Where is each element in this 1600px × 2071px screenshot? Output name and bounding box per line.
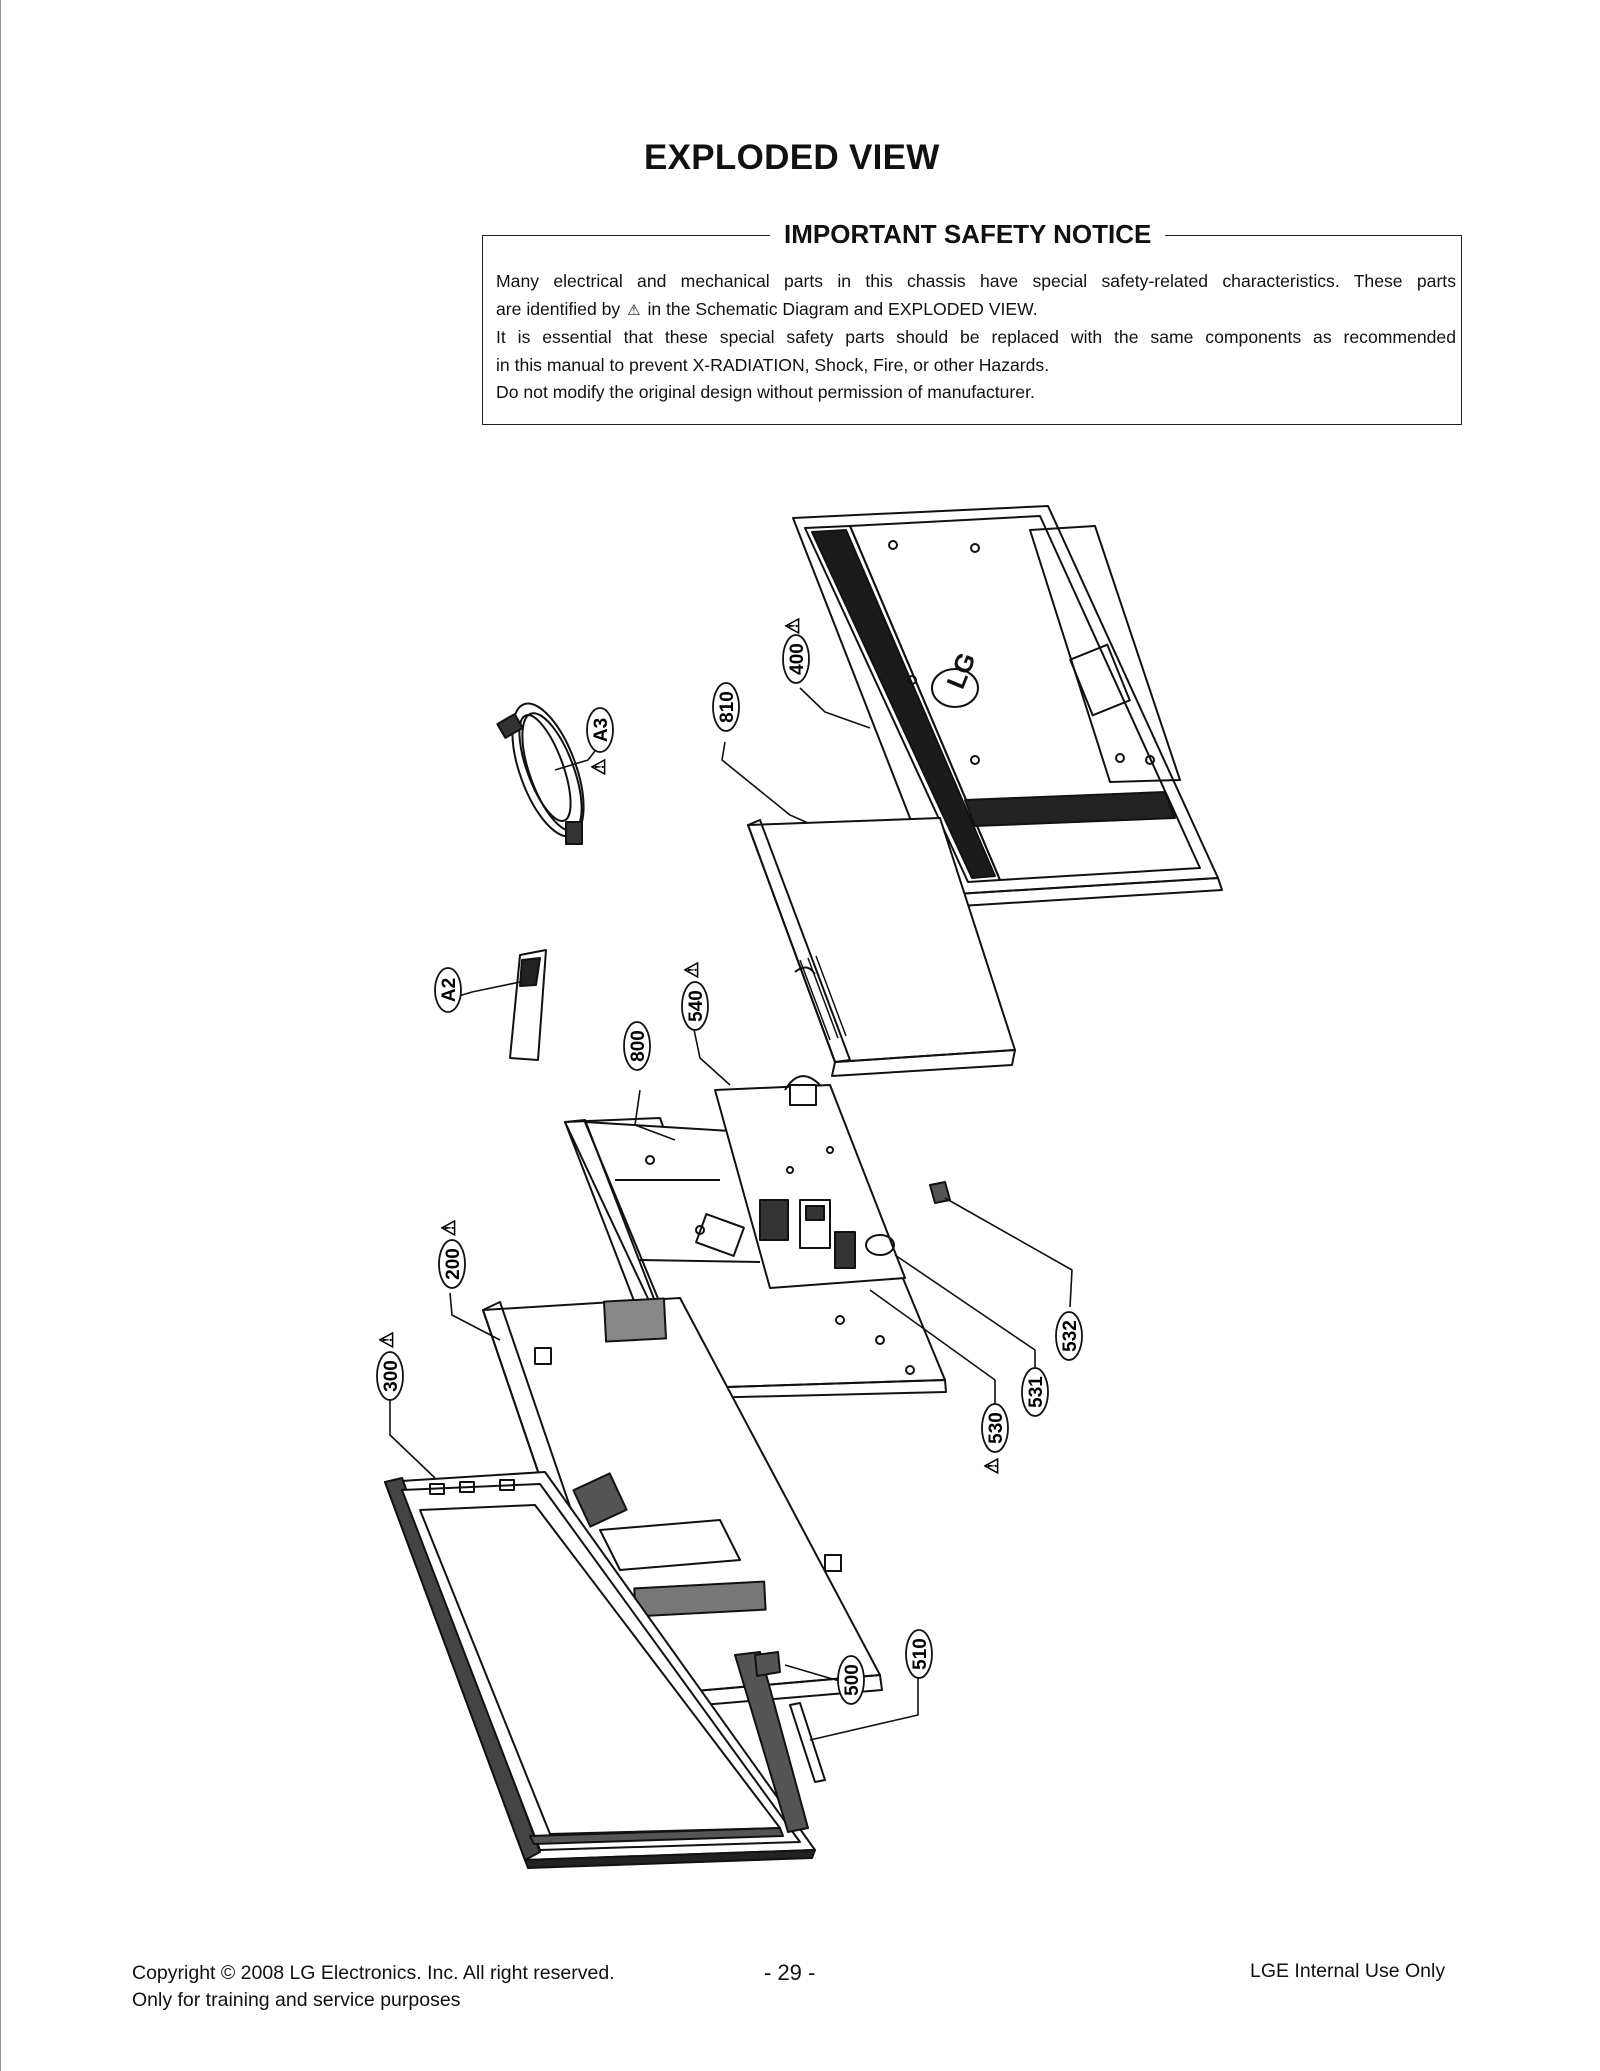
warning-triangle-icon: ⚠: [377, 1331, 398, 1348]
callout-400: 400 ⚠: [782, 617, 810, 684]
callout-510: 510: [905, 1629, 933, 1679]
svg-text:540: 540: [686, 990, 707, 1022]
svg-text:800: 800: [628, 1030, 649, 1062]
notice-line-1: Many electrical and mechanical parts in …: [496, 271, 1456, 291]
callout-540: 540 ⚠: [681, 961, 709, 1031]
footer-copyright-line-2: Only for training and service purposes: [132, 1989, 461, 2011]
notice-line-4: in this manual to prevent X-RADIATION, S…: [496, 354, 1050, 375]
svg-text:532: 532: [1060, 1320, 1081, 1352]
callout-532: 532: [1055, 1311, 1083, 1361]
page-left-edge: [0, 0, 1, 2071]
callout-530: 530 ⚠: [981, 1403, 1009, 1475]
callout-A3: A3 ⚠: [586, 707, 614, 776]
warning-triangle-icon: ⚠: [982, 1457, 1003, 1474]
notice-line-5: Do not modify the original design withou…: [496, 382, 1035, 402]
svg-text:500: 500: [842, 1664, 863, 1696]
warning-triangle-icon: ⚠: [783, 617, 804, 634]
warning-triangle-icon: ⚠: [627, 301, 641, 319]
power-cord-part: [496, 702, 585, 845]
main-board-part: [714, 1075, 906, 1289]
page-title: EXPLODED VIEW: [644, 138, 940, 177]
svg-text:300: 300: [381, 1360, 402, 1392]
svg-text:530: 530: [986, 1412, 1007, 1444]
svg-text:510: 510: [910, 1638, 931, 1670]
footer-copyright: Copyright © 2008 LG Electronics. Inc. Al…: [132, 1960, 615, 2014]
rear-cover-part: LG: [792, 505, 1223, 908]
callout-labels: 400 ⚠ 810 A3 ⚠ A2 540 ⚠ 800 200 ⚠: [376, 617, 1083, 1705]
small-board-parts: [754, 1651, 826, 1783]
svg-text:531: 531: [1026, 1376, 1047, 1408]
callout-300: 300 ⚠: [376, 1331, 404, 1401]
notice-line-2-start: are identified by: [496, 298, 621, 319]
callout-200: 200 ⚠: [438, 1219, 466, 1289]
warning-triangle-icon: ⚠: [589, 758, 610, 775]
warning-triangle-icon: ⚠: [682, 961, 703, 978]
warning-triangle-icon: ⚠: [439, 1219, 460, 1236]
svg-text:A2: A2: [439, 978, 460, 1002]
callout-810: 810: [712, 682, 740, 732]
svg-text:400: 400: [787, 643, 808, 675]
callout-531: 531: [1021, 1367, 1049, 1417]
safety-notice-title: IMPORTANT SAFETY NOTICE: [770, 219, 1166, 250]
callout-A2: A2: [434, 967, 462, 1013]
stand-part: [509, 949, 547, 1061]
shield-cover-part: [747, 817, 1016, 1077]
footer-copyright-line-1: Copyright © 2008 LG Electronics. Inc. Al…: [132, 1962, 615, 1984]
front-bezel-part: [384, 1471, 816, 1869]
callout-500: 500: [837, 1655, 865, 1705]
page-number: - 29 -: [764, 1960, 816, 1985]
callout-800: 800: [623, 1021, 651, 1071]
safety-notice-text: Many electrical and mechanical parts in …: [496, 268, 1456, 407]
footer-internal-use: LGE Internal Use Only: [1250, 1960, 1446, 1982]
notice-line-2-end: in the Schematic Diagram and EXPLODED VI…: [642, 298, 1038, 319]
notice-line-3: It is essential that these special safet…: [496, 327, 1456, 347]
svg-text:200: 200: [443, 1248, 464, 1280]
svg-text:A3: A3: [591, 718, 612, 742]
svg-text:810: 810: [717, 691, 738, 723]
notice-line-2: are identified by ⚠ in the Schematic Dia…: [496, 296, 1456, 325]
